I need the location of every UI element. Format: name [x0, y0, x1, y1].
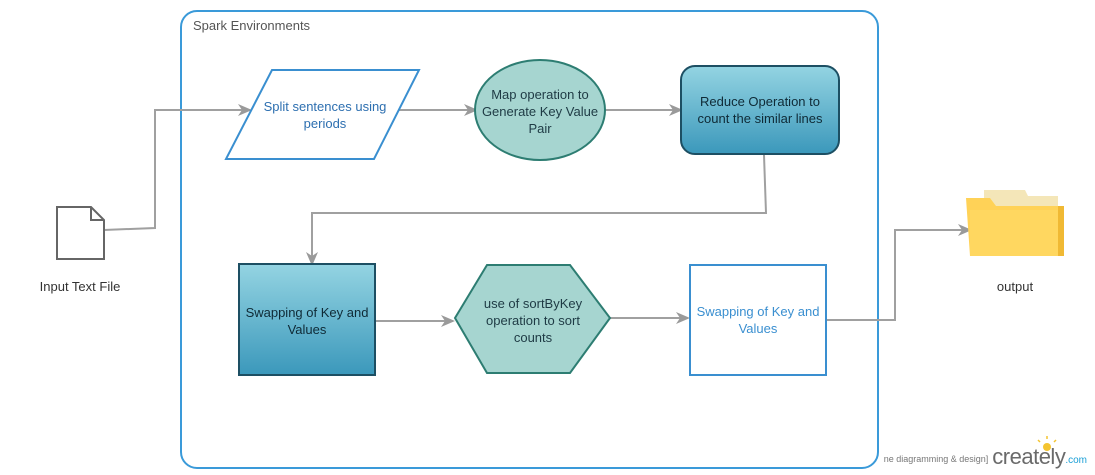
swapping-1-label: Swapping of Key and Values: [245, 305, 369, 337]
swapping-node-2[interactable]: [689, 264, 827, 376]
reduce-operation-label: Reduce Operation to count the similar li…: [697, 94, 823, 126]
map-operation-node[interactable]: [474, 59, 606, 161]
creately-watermark: ne diagramming & design] creately .com: [884, 436, 1087, 470]
input-file-label: Input Text File: [39, 279, 121, 294]
split-sentences-label: Split sentences using periods: [263, 99, 387, 131]
connector-input-to-split: [103, 104, 252, 231]
swapping-2-label: Swapping of Key and Values: [696, 304, 820, 336]
swapping-node-1[interactable]: [238, 263, 376, 376]
sort-by-key-node[interactable]: [453, 264, 612, 374]
watermark-left-text: ne diagramming & design]: [883, 454, 989, 464]
creately-bulb-icon: [1037, 436, 1057, 451]
split-sentences-node[interactable]: [224, 69, 421, 160]
reduce-operation-node[interactable]: [680, 65, 840, 155]
watermark-brand: creately: [992, 444, 1066, 469]
document-icon: [56, 206, 105, 260]
sort-by-key-label: use of sortByKey operation to sort count…: [483, 295, 583, 345]
container-title: Spark Environments: [193, 18, 311, 33]
output-label: output: [996, 279, 1034, 294]
map-operation-label: Map operation to Generate Key Value Pair: [481, 86, 599, 136]
watermark-domain: .com: [1065, 455, 1087, 466]
folder-icon: [966, 190, 1064, 256]
connector-swap2-to-output: [826, 224, 972, 321]
connector-reduce-to-swap1: [306, 154, 768, 266]
